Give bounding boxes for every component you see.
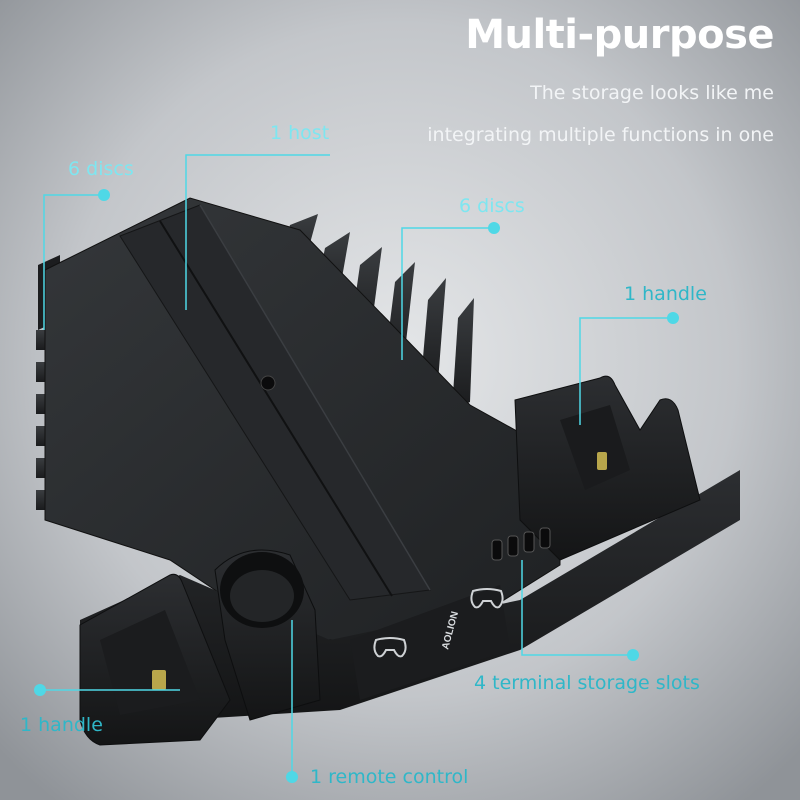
terminal-storage-slots	[491, 527, 551, 561]
callout-discs-left: 6 discs	[68, 158, 134, 180]
remote-dot	[286, 771, 298, 783]
discs-right-callout-line	[401, 227, 494, 360]
front-panel: AOLION	[350, 585, 510, 700]
terminal-slots-callout-line	[521, 560, 633, 656]
callout-host: 1 host	[270, 122, 330, 144]
discs-right-dot	[488, 222, 500, 234]
handle-left-dot	[34, 684, 46, 696]
remote-control-holder	[214, 549, 321, 721]
callout-lines	[40, 154, 673, 777]
stand-body	[44, 197, 561, 641]
discs-left-dot	[98, 189, 110, 201]
gamepad-icon	[470, 588, 504, 609]
right-controller-cradle	[514, 375, 701, 561]
discs-left-callout-line	[43, 194, 104, 330]
handle-right-callout-line	[579, 317, 673, 425]
subtitle-line-1: The storage looks like me	[530, 82, 774, 104]
callout-handle-right: 1 handle	[624, 283, 707, 305]
callout-remote: 1 remote control	[310, 766, 469, 788]
page-title: Multi-purpose	[465, 12, 774, 58]
charging-contact-icon	[152, 670, 166, 690]
left-controller-cradle	[79, 573, 231, 746]
gamepad-icon	[373, 637, 407, 658]
subtitle-line-2: integrating multiple functions in one	[427, 124, 774, 146]
terminal-slots-dot	[627, 649, 639, 661]
callout-discs-right: 6 discs	[459, 195, 525, 217]
charging-contact-icon	[597, 452, 607, 470]
callout-terminal-slots: 4 terminal storage slots	[474, 672, 700, 694]
host-callout-line	[185, 154, 330, 310]
callout-handle-left: 1 handle	[20, 714, 103, 736]
callout-dots	[34, 189, 679, 783]
handle-right-dot	[667, 312, 679, 324]
